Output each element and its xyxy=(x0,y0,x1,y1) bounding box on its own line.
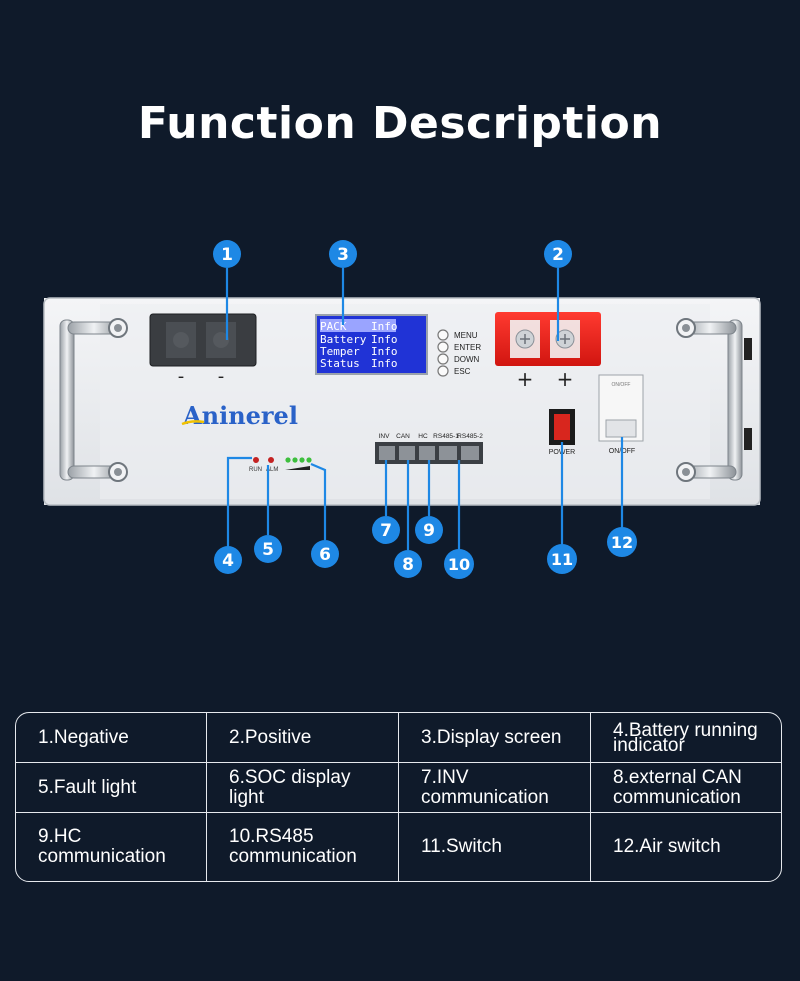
esc-button-label: ESC xyxy=(454,367,471,376)
table-cell: 4.Battery running indicator xyxy=(591,713,781,763)
screen-line-value: Info xyxy=(371,345,398,358)
callout-7-label: 7 xyxy=(380,521,392,541)
port-label-can: CAN xyxy=(396,433,410,440)
screen-line-value: Info xyxy=(371,333,398,346)
callout-5-label: 5 xyxy=(262,540,274,560)
callout-8-label: 8 xyxy=(402,555,414,575)
table-cell: 1.Negative xyxy=(16,713,207,763)
display-screen: PACK Info Battery Info Temper Info Statu… xyxy=(315,314,428,375)
run-label: RUN xyxy=(249,467,262,473)
port-label-rs485-2: RS485-2 xyxy=(457,433,483,440)
callout-3-label: 3 xyxy=(337,245,349,265)
logo-swoosh xyxy=(181,420,205,426)
callout-12-label: 12 xyxy=(611,533,633,552)
positive-sign: + xyxy=(517,367,534,391)
table-cell: 6.SOC display light xyxy=(207,763,399,813)
negative-terminal: - - xyxy=(149,313,257,387)
callout-10-label: 10 xyxy=(448,555,470,574)
callout-lines xyxy=(225,268,624,550)
table-cell: 9.HC communication xyxy=(16,813,207,881)
callout-6-label: 6 xyxy=(319,545,331,565)
brand-logo: Aninerel xyxy=(182,401,298,430)
table-cell: 8.external CAN communication xyxy=(591,763,781,813)
function-table: 1.Negative 2.Positive 3.Display screen 4… xyxy=(15,712,782,882)
page-title: Function Description xyxy=(137,98,663,149)
table-cell: 12.Air switch xyxy=(613,836,721,857)
callout-4-label: 4 xyxy=(222,551,234,571)
callout-4 xyxy=(214,546,242,574)
screen-line-label: Temper xyxy=(320,345,360,358)
callout-7 xyxy=(372,516,400,544)
soc-indicator xyxy=(285,457,312,470)
negative-sign: - xyxy=(178,366,185,387)
down-button-label: DOWN xyxy=(454,355,480,364)
callout-12 xyxy=(607,527,637,557)
positive-sign: + xyxy=(557,367,574,391)
menu-button-label: MENU xyxy=(454,331,478,340)
power-switch[interactable]: POWER xyxy=(549,409,575,456)
port-label-rs485-1: RS485-1 xyxy=(433,433,459,440)
callout-11 xyxy=(547,544,577,574)
enter-button-label: ENTER xyxy=(454,343,481,352)
positive-terminal: + + xyxy=(495,312,601,391)
right-handle xyxy=(676,318,752,482)
negative-sign: - xyxy=(218,366,225,387)
port-label-hc: HC xyxy=(418,433,428,440)
table-cell: 7.INV communication xyxy=(399,763,591,813)
menu-buttons[interactable]: MENU ENTER DOWN ESC xyxy=(437,329,481,377)
port-label-inv: INV xyxy=(379,433,391,440)
alm-label: ALM xyxy=(266,467,278,473)
battery-diagram: - - PACK Info Battery Info Temper Info S… xyxy=(43,240,761,579)
status-indicators: RUN ALM xyxy=(249,457,278,473)
callout-2 xyxy=(544,240,572,268)
table-cell: 11.Switch xyxy=(399,813,591,881)
callout-6 xyxy=(311,540,339,568)
screen-line-label: PACK xyxy=(320,320,347,333)
table-cell: 3.Display screen xyxy=(399,713,591,763)
callout-3 xyxy=(329,240,357,268)
screen-line-value: Info xyxy=(371,357,398,370)
table-cell: 10.RS485 communication xyxy=(207,813,399,881)
callout-1-label: 1 xyxy=(221,245,233,265)
screen-line-value: Info xyxy=(371,320,398,333)
callout-5 xyxy=(254,535,282,563)
callout-badges: 1 3 2 4 5 6 7 8 9 10 11 12 xyxy=(213,240,637,579)
callout-2-label: 2 xyxy=(552,245,564,265)
callout-10 xyxy=(444,549,474,579)
screen-line-label: Battery xyxy=(320,333,367,346)
callout-8 xyxy=(394,550,422,578)
table-cell: 5.Fault light xyxy=(16,763,207,813)
table-cell: 2.Positive xyxy=(207,713,399,763)
callout-1 xyxy=(213,240,241,268)
screen-line-label: Status xyxy=(320,357,360,370)
air-switch-inner-label: ON/OFF xyxy=(612,382,631,388)
callout-11-label: 11 xyxy=(551,550,573,569)
communication-ports: INV CAN HC RS485-1 RS485-2 xyxy=(375,433,483,464)
left-handle xyxy=(59,318,128,482)
callout-9-label: 9 xyxy=(423,521,435,541)
callout-9 xyxy=(415,516,443,544)
